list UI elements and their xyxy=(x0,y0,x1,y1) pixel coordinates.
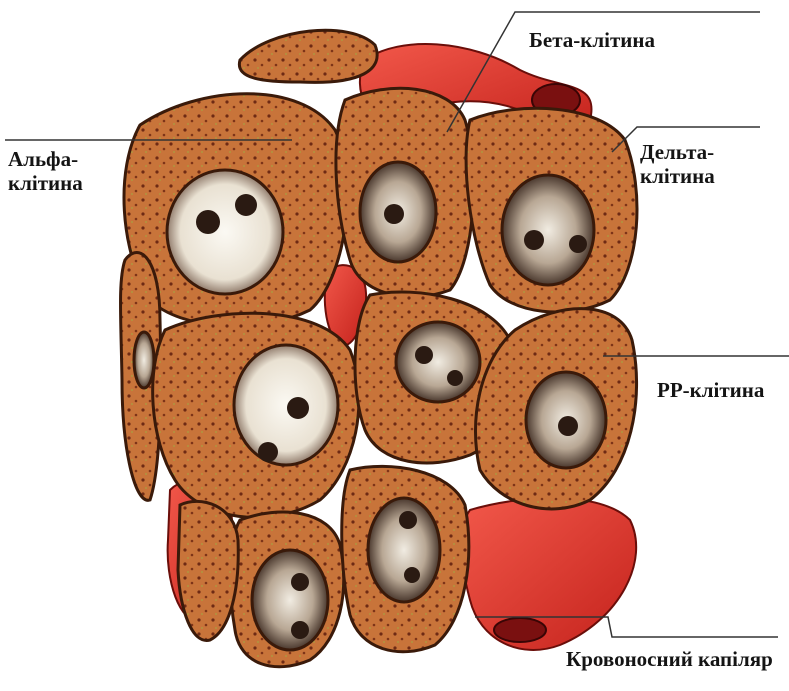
bottom-center-nucleolus-1 xyxy=(399,511,417,529)
cell-lower-left xyxy=(178,501,238,640)
beta-nucleolus xyxy=(384,204,404,224)
bottom-left-nucleolus-1 xyxy=(291,573,309,591)
center-left-nucleolus-1 xyxy=(287,397,309,419)
alpha-nucleolus-2 xyxy=(235,194,257,216)
delta-nucleolus-2 xyxy=(569,235,587,253)
delta-cell-label: Дельта- клітина xyxy=(640,140,715,188)
alpha-nucleolus-1 xyxy=(196,210,220,234)
capillary-label: Кровоносний капіляр xyxy=(566,647,773,671)
beta-cell-label: Бета-клітина xyxy=(529,28,655,52)
center-nucleolus-1 xyxy=(415,346,433,364)
alpha-nucleus xyxy=(167,170,283,294)
delta-nucleus xyxy=(502,175,594,285)
center-nucleus xyxy=(396,322,480,402)
bottom-center-nucleolus-2 xyxy=(404,567,420,583)
bottom-left-nucleus xyxy=(252,550,328,650)
center-left-nucleolus-2 xyxy=(258,442,278,462)
narrow-cell-nucleus xyxy=(134,332,154,388)
capillary-bottom-lumen xyxy=(494,618,546,642)
center-left-nucleus xyxy=(234,345,338,465)
pp-nucleolus xyxy=(558,416,578,436)
pp-cell-label: PP-клітина xyxy=(657,378,764,402)
alpha-cell-label: Альфа- клітина xyxy=(8,147,83,195)
cell-top-small xyxy=(239,30,377,82)
center-nucleolus-2 xyxy=(447,370,463,386)
bottom-left-nucleolus-2 xyxy=(291,621,309,639)
delta-nucleolus-1 xyxy=(524,230,544,250)
